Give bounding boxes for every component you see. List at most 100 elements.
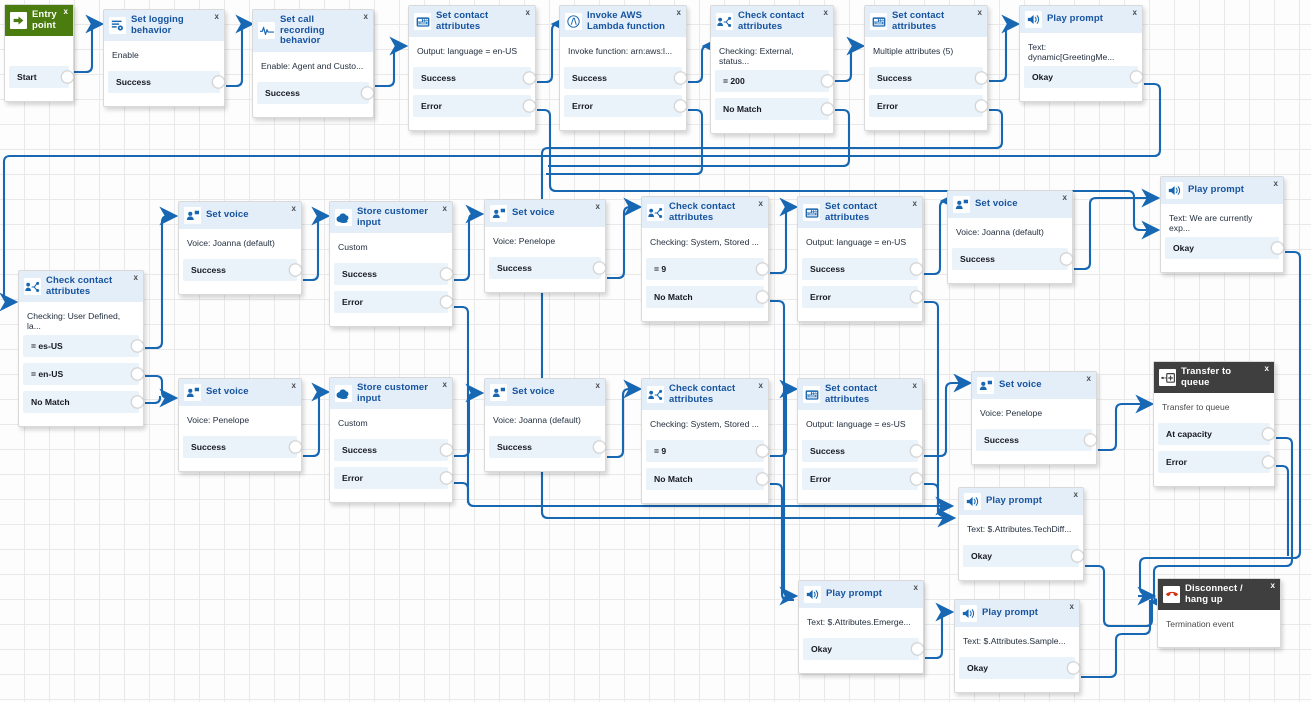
close-icon[interactable]: x [1069, 602, 1074, 611]
node-port[interactable]: Success [257, 81, 374, 104]
close-icon[interactable]: x [291, 204, 296, 213]
node-port[interactable]: Okay [959, 657, 1080, 679]
close-icon[interactable]: x [291, 381, 296, 390]
node-port[interactable]: Success [183, 436, 302, 458]
close-icon[interactable]: x [1273, 179, 1278, 188]
port-connector-handle[interactable] [975, 99, 988, 113]
port-connector-handle[interactable] [361, 86, 374, 99]
node-port[interactable]: Success [802, 440, 923, 462]
port-connector-handle[interactable] [440, 443, 453, 457]
port-connector-handle[interactable] [674, 99, 687, 113]
node-port[interactable]: = 200 [715, 70, 834, 92]
close-icon[interactable]: x [977, 8, 982, 17]
node-port[interactable]: Success [413, 67, 536, 89]
port-connector-handle[interactable] [975, 71, 988, 85]
port-connector-handle[interactable] [1262, 427, 1275, 441]
close-icon[interactable]: x [1270, 581, 1275, 590]
port-connector-handle[interactable] [910, 444, 923, 458]
node-port[interactable]: Okay [1165, 237, 1284, 259]
port-connector-handle[interactable] [289, 263, 302, 277]
port-connector-handle[interactable] [756, 262, 769, 276]
port-connector-handle[interactable] [1271, 241, 1284, 255]
close-icon[interactable]: x [442, 204, 447, 213]
port-connector-handle[interactable] [1262, 455, 1275, 469]
node-port[interactable]: Success [869, 67, 988, 89]
port-connector-handle[interactable] [821, 74, 834, 88]
node-port[interactable]: Error [1158, 451, 1275, 473]
close-icon[interactable]: x [1132, 8, 1137, 17]
close-icon[interactable]: x [758, 381, 763, 390]
close-icon[interactable]: x [823, 8, 828, 17]
close-icon[interactable]: x [758, 199, 763, 208]
node-port[interactable]: = 9 [646, 440, 769, 462]
port-connector-handle[interactable] [523, 71, 536, 85]
close-icon[interactable]: x [1062, 193, 1067, 202]
port-connector-handle[interactable] [440, 267, 453, 281]
node-port[interactable]: Success [489, 257, 606, 279]
port-connector-handle[interactable] [821, 102, 834, 116]
node-port[interactable]: Success [108, 71, 225, 93]
node-port[interactable]: = es-US [23, 335, 144, 357]
node-port[interactable]: Error [869, 95, 988, 117]
node-port[interactable]: Success [564, 67, 687, 89]
node-port[interactable]: Success [489, 436, 606, 458]
node-port[interactable]: Error [334, 291, 453, 313]
port-connector-handle[interactable] [1071, 549, 1084, 563]
node-port[interactable]: No Match [646, 468, 769, 490]
close-icon[interactable]: x [595, 202, 600, 211]
node-port[interactable]: Success [802, 258, 923, 280]
port-connector-handle[interactable] [911, 642, 924, 656]
node-port[interactable]: Error [413, 95, 536, 117]
port-connector-handle[interactable] [593, 440, 606, 454]
node-port[interactable]: Start [9, 66, 74, 88]
node-port[interactable]: Success [183, 259, 302, 281]
node-port[interactable]: Okay [1024, 66, 1143, 88]
node-port[interactable]: Error [802, 286, 923, 308]
close-icon[interactable]: x [1264, 364, 1269, 373]
port-connector-handle[interactable] [523, 99, 536, 113]
port-connector-handle[interactable] [131, 367, 144, 381]
node-port[interactable]: Success [334, 263, 453, 285]
node-port[interactable]: Success [952, 248, 1073, 270]
port-connector-handle[interactable] [1084, 433, 1097, 447]
node-port[interactable]: Error [564, 95, 687, 117]
